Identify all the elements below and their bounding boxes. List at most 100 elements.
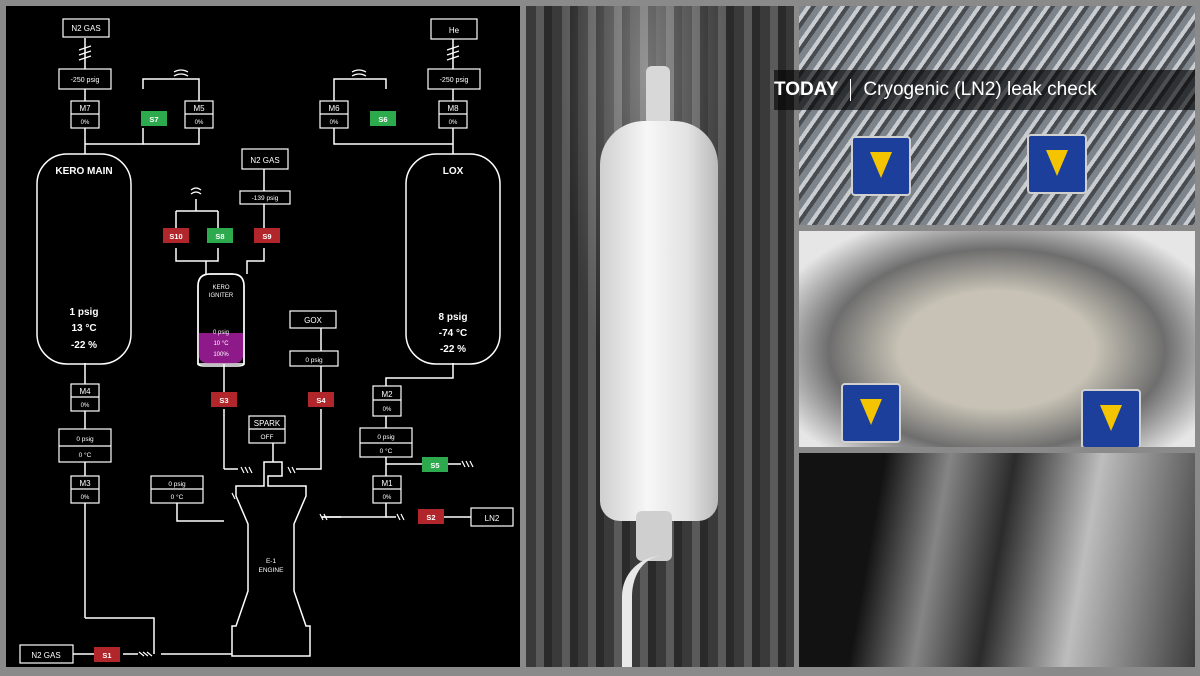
kero-line-temp: 0 °C xyxy=(79,451,92,459)
lox-feed-pressure: -250 psig xyxy=(440,77,469,84)
engine-temp: 0 °C xyxy=(171,493,184,501)
kero-main-pressure: 1 psig xyxy=(70,307,99,318)
s4-valve[interactable] xyxy=(308,392,334,407)
e1-engine xyxy=(231,461,311,657)
lox-feed-pressure-box xyxy=(427,68,481,90)
s10-label: S10 xyxy=(169,232,182,241)
igniter-pressure: 0 psig xyxy=(213,330,229,336)
s8-valve[interactable] xyxy=(207,228,233,243)
kero-feed-pressure-box xyxy=(58,68,112,90)
s6-label: S6 xyxy=(378,115,387,124)
m3-label: M3 xyxy=(79,479,91,488)
n2-gas-bottom-label: N2 GAS xyxy=(31,651,60,660)
s2-valve[interactable] xyxy=(418,509,444,524)
kero-igniter-tank xyxy=(197,273,245,367)
gox-line-pressure-box xyxy=(289,350,339,367)
kero-main-temp: 13 °C xyxy=(71,323,96,334)
n2-gas-mid-label: N2 GAS xyxy=(250,156,279,165)
lox-tank xyxy=(405,153,501,365)
lox-name: LOX xyxy=(443,166,464,177)
propulsion-schematic: N2 GAS He -250 psig -250 psig M7 0% M5 0… xyxy=(6,6,520,667)
break-marks xyxy=(78,45,474,657)
insulated-tank xyxy=(600,121,718,521)
banner-prefix: TODAY xyxy=(774,79,839,100)
n2-gas-bottom-box xyxy=(19,644,74,664)
s5-label: S5 xyxy=(430,461,439,470)
m2-label: M2 xyxy=(381,390,393,399)
he-box xyxy=(430,18,478,40)
he-label: He xyxy=(449,26,460,35)
n2-gas-mid-box xyxy=(241,148,289,170)
banner-caption: Cryogenic (LN2) leak check xyxy=(863,79,1097,100)
transfer-hose xyxy=(622,556,666,667)
m2-pct: 0% xyxy=(383,407,392,413)
m1-pct: 0% xyxy=(383,495,392,501)
m4-label: M4 xyxy=(79,387,91,396)
m8-label: M8 xyxy=(447,104,459,113)
s7-label: S7 xyxy=(149,115,158,124)
banner-separator xyxy=(850,79,852,101)
piping xyxy=(73,38,471,655)
s7-valve[interactable] xyxy=(141,111,167,126)
gox-line-pressure: 0 psig xyxy=(305,357,323,364)
m1-label: M1 xyxy=(381,479,393,488)
camera-feed-regulators-top xyxy=(799,6,1195,225)
kero-main-tank xyxy=(36,153,132,365)
spark-label: SPARK xyxy=(254,419,281,428)
camera-feed-engine-plumbing xyxy=(799,453,1195,667)
lox-line-pressure: 0 psig xyxy=(377,434,395,441)
ln2-label: LN2 xyxy=(485,514,500,523)
kero-main-name: KERO MAIN xyxy=(55,166,112,177)
m4-pct: 0% xyxy=(81,403,90,409)
s8-label: S8 xyxy=(215,232,224,241)
m3-pct: 0% xyxy=(81,495,90,501)
engine-pressure: 0 psig xyxy=(168,481,186,488)
m6-label: M6 xyxy=(328,104,340,113)
kero-feed-pressure: -250 psig xyxy=(71,77,100,84)
igniter-temp: 10 °C xyxy=(213,341,229,347)
s2-label: S2 xyxy=(426,513,435,522)
m7-label: M7 xyxy=(79,104,91,113)
igniter-level: 100% xyxy=(213,352,229,358)
ln2-box xyxy=(470,507,514,527)
camera-feed-regulators-mid xyxy=(799,231,1195,447)
s10-valve[interactable] xyxy=(163,228,189,243)
gox-box xyxy=(289,310,337,329)
lox-level: -22 % xyxy=(440,344,466,355)
kero-main-level: -22 % xyxy=(71,340,97,351)
s5-valve[interactable] xyxy=(422,457,448,472)
s1-label: S1 xyxy=(102,651,111,660)
s9-valve[interactable] xyxy=(254,228,280,243)
s1-valve[interactable] xyxy=(94,647,120,662)
m7-pct: 0% xyxy=(81,120,90,126)
m5-pct: 0% xyxy=(195,120,204,126)
tank-valve xyxy=(636,511,672,561)
s3-valve[interactable] xyxy=(211,392,237,407)
lox-temp: -74 °C xyxy=(439,328,467,339)
igniter-name-line1: KERO xyxy=(212,285,229,291)
regulator-gauge xyxy=(851,136,911,196)
tank-neck xyxy=(646,66,670,126)
m6-pct: 0% xyxy=(330,120,339,126)
igniter-name-line2: IGNITER xyxy=(209,293,234,299)
engine-line2: ENGINE xyxy=(259,567,285,574)
m5-label: M5 xyxy=(193,104,205,113)
spark-state: OFF xyxy=(261,434,274,441)
camera-feed-tank xyxy=(526,6,794,667)
igniter-feed-pressure-box xyxy=(239,190,291,205)
lox-line-temp: 0 °C xyxy=(380,447,393,455)
gox-label: GOX xyxy=(304,316,322,325)
today-banner: TODAY Cryogenic (LN2) leak check xyxy=(774,70,1195,110)
n2-gas-top-box xyxy=(62,18,110,38)
m2-valve[interactable] xyxy=(372,385,402,417)
s4-label: S4 xyxy=(316,396,326,405)
m8-pct: 0% xyxy=(449,120,458,126)
regulator-gauge xyxy=(1027,134,1087,194)
lox-pressure: 8 psig xyxy=(439,312,468,323)
s6-valve[interactable] xyxy=(370,111,396,126)
igniter-feed-pressure: -139 psig xyxy=(252,195,279,202)
engine-line1: E-1 xyxy=(266,558,277,565)
s9-label: S9 xyxy=(262,232,271,241)
kero-line-pressure: 0 psig xyxy=(76,436,94,443)
regulator-gauge xyxy=(841,383,901,443)
